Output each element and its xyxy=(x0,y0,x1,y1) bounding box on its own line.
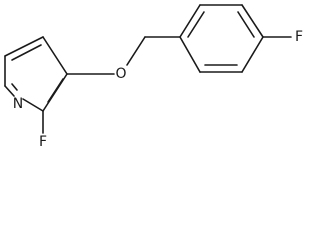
bond-c4-c5-inner xyxy=(11,44,42,61)
molecule-structure: N F O F xyxy=(4,4,303,150)
bond-b3-b4 xyxy=(241,4,264,38)
bond-b4-b5 xyxy=(241,36,264,73)
bond-n1-c2 xyxy=(22,98,44,112)
atom-label-f-phenyl: F xyxy=(295,29,303,45)
bond-c4-c5 xyxy=(4,36,44,57)
bond-c6-n1-inner xyxy=(11,83,18,91)
bond-b6-b1 xyxy=(179,36,201,73)
bond-b1-b2 xyxy=(179,4,201,38)
benzene-ring xyxy=(179,4,264,73)
bond-c2-c3-inner xyxy=(47,78,64,103)
bond-o-ch2 xyxy=(126,36,146,66)
pyridine-ring xyxy=(4,36,68,112)
bond-b1-b2-inner xyxy=(187,11,205,38)
atom-label-f-pyridine: F xyxy=(39,134,47,150)
atom-label-n: N xyxy=(13,96,23,112)
bond-c6-n1 xyxy=(4,85,15,97)
bond-b3-b4-inner xyxy=(237,11,255,38)
bond-c3-c4 xyxy=(42,36,68,75)
atom-label-o: O xyxy=(115,66,126,82)
